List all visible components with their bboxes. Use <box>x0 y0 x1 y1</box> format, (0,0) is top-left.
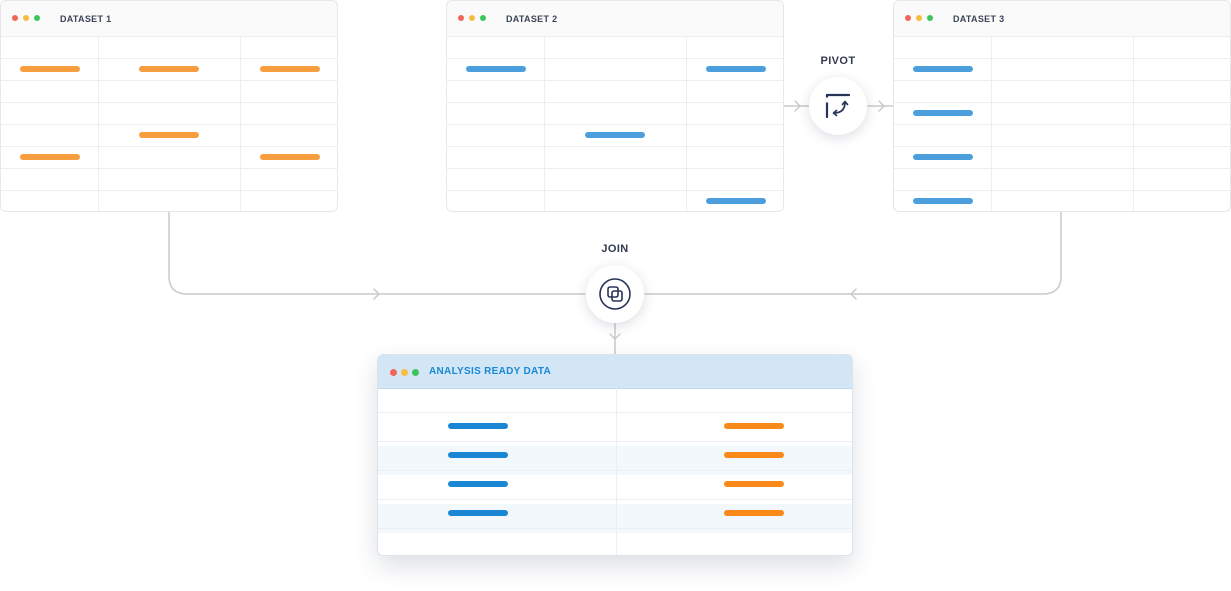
row-divider <box>447 146 783 147</box>
window-header: DATASET 2 <box>447 1 783 37</box>
column-divider <box>98 36 99 211</box>
arrow-head-pivot-out <box>878 100 885 112</box>
column-divider <box>686 36 687 211</box>
connector-dataset1-to-join <box>168 211 586 295</box>
dataset-1-window[interactable]: DATASET 1 <box>0 0 338 212</box>
column-divider <box>240 36 241 211</box>
analysis-ready-data-window[interactable]: ANALYSIS READY DATA <box>377 354 853 556</box>
arrow-head-down <box>609 333 621 340</box>
arrow-head-right <box>850 288 857 300</box>
column-divider <box>616 388 617 555</box>
column-divider <box>1133 36 1134 211</box>
pivot-label: PIVOT <box>820 55 856 67</box>
close-dot-icon <box>390 369 397 376</box>
maximize-dot-icon <box>412 369 419 376</box>
arrow-head-left <box>373 288 380 300</box>
output-bar-left <box>448 452 508 458</box>
minimize-dot-icon <box>401 369 408 376</box>
data-cell-bar <box>705 198 766 204</box>
pivot-icon <box>825 93 851 119</box>
maximize-dot-icon <box>927 15 933 21</box>
close-dot-icon <box>12 15 18 21</box>
join-label: JOIN <box>601 243 629 255</box>
row-divider <box>378 470 852 471</box>
maximize-dot-icon <box>34 15 40 21</box>
output-bar-left <box>448 481 508 487</box>
row-divider <box>378 528 852 529</box>
row-divider <box>447 168 783 169</box>
row-divider <box>378 412 852 413</box>
row-divider <box>447 80 783 81</box>
row-divider <box>894 168 1230 169</box>
output-bar-right <box>724 510 784 516</box>
data-cell-bar <box>139 132 199 138</box>
join-node[interactable] <box>586 265 644 323</box>
row-divider <box>894 124 1230 125</box>
data-cell-bar <box>139 66 199 72</box>
data-cell-bar <box>465 66 526 72</box>
row-divider <box>1 124 337 125</box>
minimize-dot-icon <box>23 15 29 21</box>
row-divider <box>447 190 783 191</box>
output-bar-right <box>724 452 784 458</box>
join-icon <box>599 278 631 310</box>
row-divider <box>447 124 783 125</box>
column-divider <box>991 36 992 211</box>
data-cell-bar <box>259 154 320 160</box>
row-divider <box>1 146 337 147</box>
data-cell-bar <box>912 154 973 160</box>
row-divider <box>1 80 337 81</box>
dataset-2-window[interactable]: DATASET 2 <box>446 0 784 212</box>
data-cell-bar <box>19 66 80 72</box>
column-divider <box>544 36 545 211</box>
dataset-title: DATASET 1 <box>60 14 112 24</box>
arrow-head-pivot-in <box>794 100 801 112</box>
dataset-title: DATASET 2 <box>506 14 558 24</box>
data-cell-bar <box>585 132 645 138</box>
output-bar-right <box>724 481 784 487</box>
dataset-3-window[interactable]: DATASET 3 <box>893 0 1231 212</box>
connector-dataset3-to-join <box>644 211 1062 295</box>
output-title: ANALYSIS READY DATA <box>429 366 552 377</box>
data-cell-bar <box>19 154 80 160</box>
row-divider <box>447 58 783 59</box>
row-divider <box>378 441 852 442</box>
minimize-dot-icon <box>916 15 922 21</box>
row-divider <box>378 499 852 500</box>
row-divider <box>894 190 1230 191</box>
row-divider <box>894 58 1230 59</box>
window-header: ANALYSIS READY DATA <box>378 355 852 389</box>
maximize-dot-icon <box>480 15 486 21</box>
row-divider <box>1 102 337 103</box>
row-divider <box>894 80 1230 81</box>
data-cell-bar <box>912 110 973 116</box>
pivot-node[interactable] <box>809 77 867 135</box>
output-bar-left <box>448 423 508 429</box>
data-cell-bar <box>259 66 320 72</box>
row-divider <box>894 146 1230 147</box>
close-dot-icon <box>905 15 911 21</box>
minimize-dot-icon <box>469 15 475 21</box>
row-divider <box>1 58 337 59</box>
window-header: DATASET 3 <box>894 1 1230 37</box>
row-divider <box>894 102 1230 103</box>
row-divider <box>1 168 337 169</box>
row-divider <box>447 102 783 103</box>
row-divider <box>1 190 337 191</box>
data-cell-bar <box>912 66 973 72</box>
output-bar-left <box>448 510 508 516</box>
dataset-title: DATASET 3 <box>953 14 1005 24</box>
window-header: DATASET 1 <box>1 1 337 37</box>
output-bar-right <box>724 423 784 429</box>
close-dot-icon <box>458 15 464 21</box>
data-cell-bar <box>912 198 973 204</box>
data-cell-bar <box>705 66 766 72</box>
